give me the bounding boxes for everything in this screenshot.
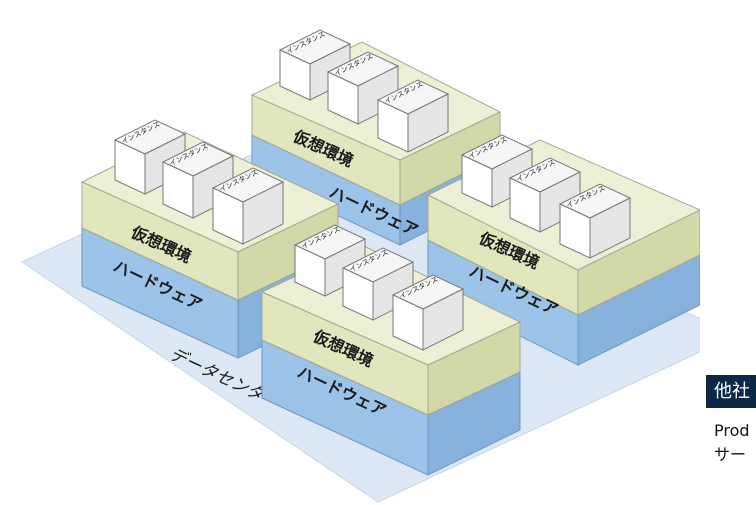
section-banner-text: 他社 [714, 381, 750, 402]
cloud-architecture-diagram: データセンター 仮想環境 ハードウェア インスタンス インスタンス インスタンス [20, 29, 700, 503]
server-block-left: 仮想環境 ハードウェア インスタンス インスタンス インスタンス [80, 119, 340, 359]
virtual-side [577, 209, 700, 316]
section-body-text: Prod サー [714, 419, 756, 467]
instance-box: インスタンス [278, 29, 352, 101]
server-block-back-center: 仮想環境 ハードウェア インスタンス インスタンス インスタンス [250, 29, 502, 246]
virtual-side [427, 321, 521, 416]
instance-box: インスタンス [558, 183, 632, 259]
instance-box: インスタンス [326, 51, 400, 125]
server-block-front: 仮想環境 ハードウェア インスタンス インスタンス インスタンス [260, 224, 522, 476]
body-text-line: Prod [714, 421, 750, 440]
body-text-line: サー [714, 445, 747, 464]
section-banner: 他社 [706, 375, 756, 408]
